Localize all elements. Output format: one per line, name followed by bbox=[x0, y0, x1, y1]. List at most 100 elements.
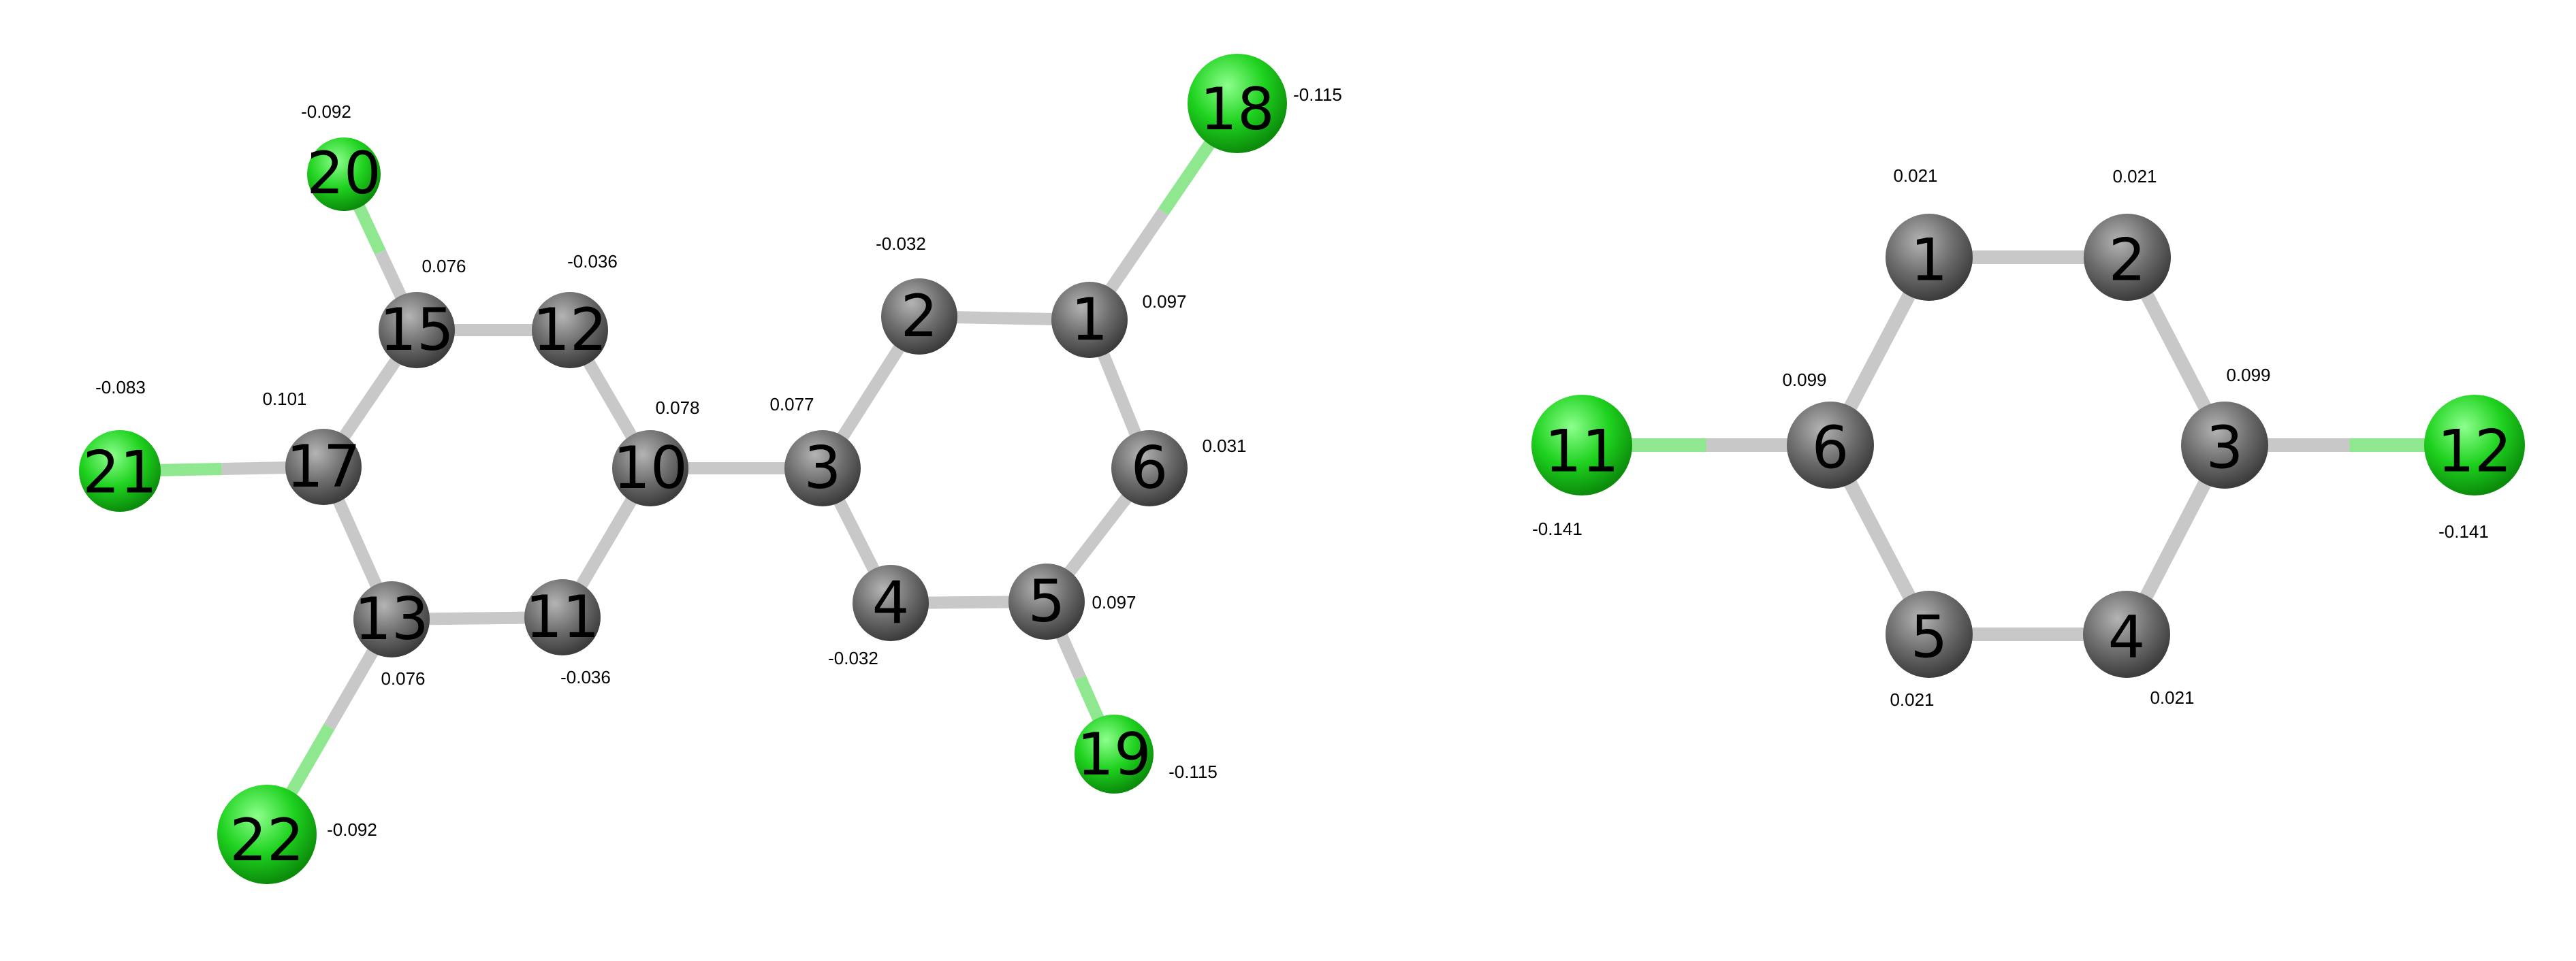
atom-number-label: 5 bbox=[1911, 603, 1948, 671]
atom-number-label: 6 bbox=[1812, 414, 1849, 482]
carbon-atom-sphere bbox=[2083, 591, 2170, 678]
carbon-atom-sphere bbox=[524, 579, 601, 655]
atom-number-label: 5 bbox=[1028, 568, 1066, 636]
atom-m1-21: 21 bbox=[79, 430, 161, 512]
atom-number-label: 17 bbox=[286, 433, 360, 501]
charge-label-m2-1: 0.021 bbox=[1893, 165, 1937, 186]
atom-m1-13: 13 bbox=[353, 581, 430, 657]
atom-m1-5: 5 bbox=[1008, 564, 1085, 640]
atom-m1-19: 19 bbox=[1075, 715, 1154, 794]
charge-label-m1-1: 0.097 bbox=[1142, 291, 1186, 312]
carbon-atom-sphere bbox=[1111, 430, 1188, 506]
atom-number-label: 22 bbox=[229, 807, 304, 875]
atom-number-label: 13 bbox=[354, 585, 428, 653]
atom-number-label: 12 bbox=[532, 296, 607, 364]
chlorine-atom-sphere bbox=[1188, 54, 1287, 153]
carbon-atom-sphere bbox=[1051, 282, 1128, 358]
atom-number-label: 4 bbox=[872, 569, 910, 637]
chlorine-atom-sphere bbox=[1531, 395, 1632, 495]
charge-label-m1-10: 0.078 bbox=[655, 397, 699, 418]
charge-label-m1-21: -0.083 bbox=[95, 377, 146, 397]
carbon-atom-sphere bbox=[881, 278, 957, 355]
carbon-atom-sphere bbox=[1008, 564, 1085, 640]
atom-m2-1: 1 bbox=[1886, 214, 1973, 301]
charge-label-m2-5: 0.021 bbox=[1890, 689, 1934, 710]
chlorine-atom-sphere bbox=[1075, 715, 1154, 794]
carbon-atom-sphere bbox=[2181, 402, 2268, 489]
charge-label-m1-17: 0.101 bbox=[262, 389, 306, 409]
atom-number-label: 15 bbox=[379, 296, 454, 364]
chlorine-atom-sphere bbox=[307, 137, 381, 211]
charge-label-m1-18: -0.115 bbox=[1293, 84, 1342, 105]
atom-m1-15: 15 bbox=[379, 292, 455, 368]
charge-label-m2-2: 0.021 bbox=[2112, 166, 2157, 186]
atom-number-label: 20 bbox=[306, 140, 381, 208]
charge-label-m1-4: -0.032 bbox=[828, 648, 878, 668]
carbon-atom-sphere bbox=[1886, 591, 1973, 678]
atom-m2-2: 2 bbox=[2084, 214, 2171, 301]
charge-label-m1-11: -0.036 bbox=[560, 667, 611, 687]
atom-number-label: 21 bbox=[82, 438, 157, 506]
atom-number-label: 12 bbox=[2437, 418, 2511, 486]
charge-label-m1-3: 0.077 bbox=[769, 394, 814, 414]
atom-number-label: 2 bbox=[2109, 226, 2146, 294]
charge-label-m1-12: -0.036 bbox=[567, 251, 618, 272]
atom-m1-4: 4 bbox=[853, 565, 929, 641]
atom-m2-11: 11 bbox=[1531, 395, 1632, 495]
atom-m1-11: 11 bbox=[524, 579, 601, 655]
charge-label-m1-13: 0.076 bbox=[381, 668, 425, 689]
atom-m1-10: 10 bbox=[612, 430, 688, 506]
carbon-atom-sphere bbox=[353, 581, 430, 657]
charge-label-m2-11: -0.141 bbox=[1532, 519, 1583, 539]
atom-number-label: 19 bbox=[1077, 721, 1151, 789]
carbon-atom-sphere bbox=[853, 565, 929, 641]
atom-m2-4: 4 bbox=[2083, 591, 2170, 678]
atom-m2-5: 5 bbox=[1886, 591, 1973, 678]
atom-number-label: 3 bbox=[804, 434, 842, 502]
atom-m1-12: 12 bbox=[532, 292, 608, 368]
charge-label-m2-6: 0.099 bbox=[1782, 370, 1826, 390]
atom-m1-1: 1 bbox=[1051, 282, 1128, 358]
atom-m1-2: 2 bbox=[881, 278, 957, 355]
atom-m1-18: 18 bbox=[1188, 54, 1287, 153]
carbon-atom-sphere bbox=[379, 292, 455, 368]
chlorine-atom-sphere bbox=[79, 430, 161, 512]
charge-label-m1-15: 0.076 bbox=[422, 256, 466, 276]
atom-number-label: 6 bbox=[1131, 434, 1168, 502]
charges-layer: 0.097-0.0320.077-0.0320.0970.0310.078-0.… bbox=[95, 84, 2489, 840]
carbon-atom-sphere bbox=[2084, 214, 2171, 301]
atom-number-label: 10 bbox=[613, 434, 687, 502]
atom-m2-6: 6 bbox=[1787, 402, 1874, 489]
atom-m1-20: 20 bbox=[306, 137, 381, 211]
charge-label-m1-19: -0.115 bbox=[1168, 762, 1218, 782]
carbon-atom-sphere bbox=[1886, 214, 1973, 301]
charge-label-m2-4: 0.021 bbox=[2150, 687, 2194, 708]
atom-m1-6: 6 bbox=[1111, 430, 1188, 506]
carbon-atom-sphere bbox=[1787, 402, 1874, 489]
charge-label-m1-22: -0.092 bbox=[327, 819, 377, 840]
charge-label-m1-20: -0.092 bbox=[301, 101, 351, 122]
chlorine-atom-sphere bbox=[217, 785, 317, 884]
atom-m2-12: 12 bbox=[2424, 395, 2525, 495]
atom-m2-3: 3 bbox=[2181, 402, 2268, 489]
atom-number-label: 18 bbox=[1200, 76, 1274, 144]
atom-m1-3: 3 bbox=[784, 430, 861, 506]
charge-label-m1-6: 0.031 bbox=[1202, 436, 1246, 456]
carbon-atom-sphere bbox=[784, 430, 861, 506]
bonds-layer bbox=[119, 99, 2475, 838]
carbon-atom-sphere bbox=[532, 292, 608, 368]
atom-number-label: 3 bbox=[2206, 414, 2244, 482]
charge-label-m1-5: 0.097 bbox=[1092, 592, 1136, 613]
charge-label-m2-3: 0.099 bbox=[2226, 365, 2270, 385]
atom-m1-22: 22 bbox=[217, 785, 317, 884]
charge-label-m2-12: -0.141 bbox=[2438, 521, 2489, 542]
carbon-atom-sphere bbox=[612, 430, 688, 506]
chlorine-atom-sphere bbox=[2424, 395, 2525, 495]
atom-number-label: 11 bbox=[525, 583, 599, 651]
atom-number-label: 4 bbox=[2108, 603, 2146, 671]
atom-m1-17: 17 bbox=[285, 429, 362, 505]
atom-number-label: 1 bbox=[1071, 286, 1109, 354]
atom-number-label: 1 bbox=[1911, 226, 1948, 294]
